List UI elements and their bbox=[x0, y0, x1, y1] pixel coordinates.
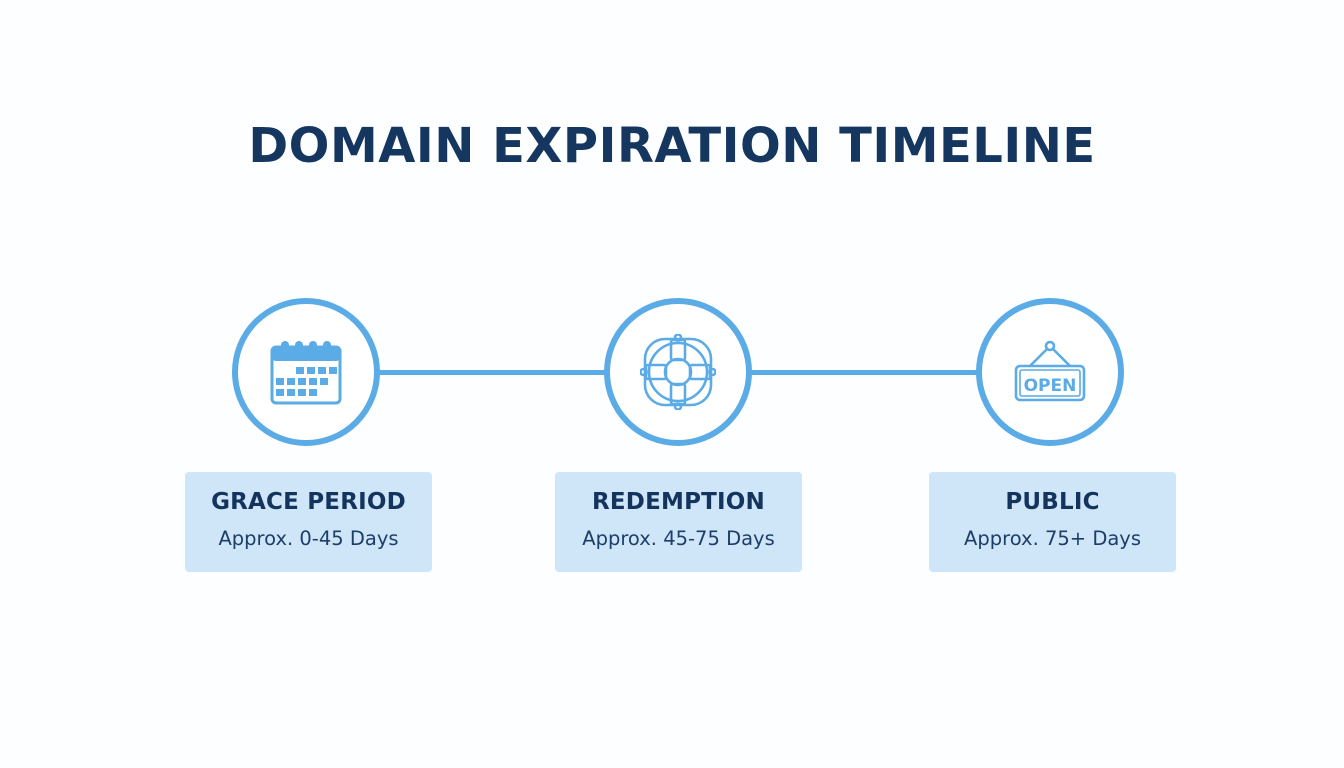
stage-card-public: PUBLIC Approx. 75+ Days bbox=[929, 472, 1176, 572]
open-sign-icon: OPEN bbox=[1014, 340, 1086, 402]
stage-card-grace-period: GRACE PERIOD Approx. 0-45 Days bbox=[185, 472, 432, 572]
calendar-icon bbox=[270, 341, 342, 405]
stage-label: REDEMPTION bbox=[591, 489, 766, 515]
stage-label: GRACE PERIOD bbox=[211, 489, 406, 515]
stage-node-redemption bbox=[604, 298, 752, 446]
stage-range: Approx. 45-75 Days bbox=[582, 527, 775, 550]
stage-range: Approx. 75+ Days bbox=[964, 527, 1141, 550]
timeline-connector bbox=[378, 370, 608, 375]
stage-label: PUBLIC bbox=[1005, 489, 1100, 515]
stage-node-public: OPEN bbox=[976, 298, 1124, 446]
stage-node-grace-period bbox=[232, 298, 380, 446]
stage-range: Approx. 0-45 Days bbox=[218, 527, 399, 550]
stage-card-redemption: REDEMPTION Approx. 45-75 Days bbox=[555, 472, 802, 572]
page-title: DOMAIN EXPIRATION TIMELINE bbox=[248, 118, 1096, 174]
timeline-connector bbox=[750, 370, 980, 375]
life-ring-icon bbox=[640, 334, 716, 410]
open-sign-text: OPEN bbox=[1024, 376, 1077, 396]
